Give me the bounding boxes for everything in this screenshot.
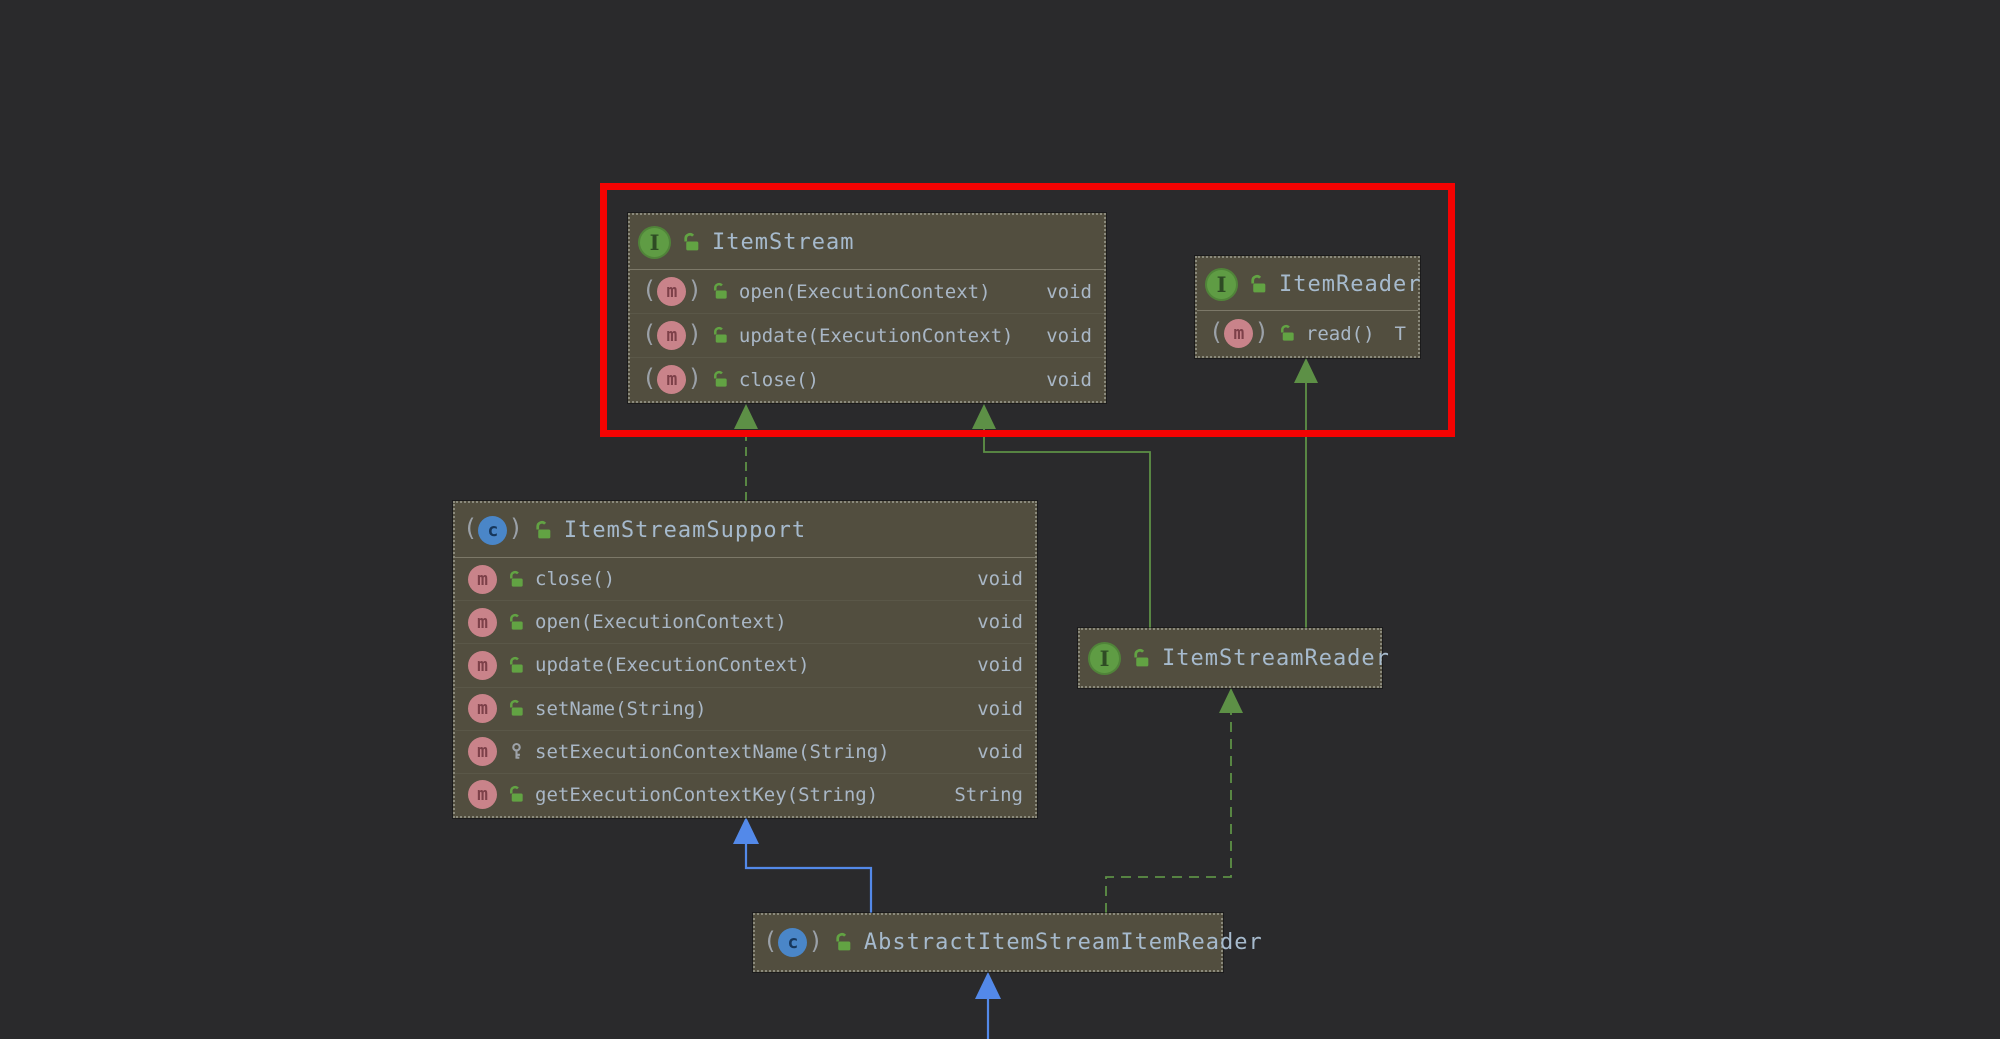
protected-key-icon	[507, 742, 526, 761]
unlocked-icon	[833, 932, 854, 953]
method-signature: update(ExecutionContext)	[739, 325, 1014, 347]
interface-icon: I	[1205, 268, 1238, 301]
unlocked-icon	[533, 520, 554, 541]
interface-icon: I	[1088, 642, 1121, 675]
unlocked-icon	[507, 785, 526, 804]
class-node-itemstream[interactable]: I ItemStream (m) open(ExecutionContext) …	[628, 213, 1106, 403]
method-icon: m	[468, 694, 497, 723]
method-return-type: void	[967, 611, 1023, 633]
method-row: m getExecutionContextKey(String) String	[455, 773, 1035, 816]
method-row: (m) read() T	[1197, 311, 1418, 356]
node-header[interactable]: I ItemReader	[1197, 258, 1418, 310]
method-signature: setName(String)	[535, 698, 707, 720]
abstract-method-icon: (m)	[642, 277, 702, 306]
method-row: m setName(String) void	[455, 687, 1035, 730]
method-signature: read()	[1306, 323, 1375, 345]
abstract-class-icon: (c)	[763, 928, 823, 957]
interface-icon: I	[638, 226, 671, 259]
class-name: AbstractItemStreamItemReader	[864, 930, 1263, 955]
method-row: (m) open(ExecutionContext) void	[630, 270, 1104, 313]
method-signature: close()	[739, 369, 819, 391]
method-icon: m	[468, 565, 497, 594]
unlocked-icon	[681, 232, 702, 253]
abstract-method-icon: (m)	[642, 365, 702, 394]
method-return-type: void	[967, 568, 1023, 590]
method-return-type: void	[967, 741, 1023, 763]
method-icon: m	[468, 780, 497, 809]
class-name: ItemReader	[1279, 272, 1421, 297]
edge-offscreen-extends-abstractreader	[975, 972, 1001, 1039]
method-signature: update(ExecutionContext)	[535, 654, 810, 676]
method-row: (m) close() void	[630, 357, 1104, 401]
abstract-method-icon: (m)	[1209, 319, 1269, 348]
class-name: ItemStreamSupport	[564, 518, 806, 543]
class-node-itemstreamsupport[interactable]: (c) ItemStreamSupport m close() void m o…	[453, 501, 1037, 818]
unlocked-icon	[711, 282, 730, 301]
method-row: m update(ExecutionContext) void	[455, 643, 1035, 686]
method-return-type: String	[944, 784, 1023, 806]
unlocked-icon	[711, 370, 730, 389]
method-return-type: void	[1036, 325, 1092, 347]
node-header[interactable]: (c) ItemStreamSupport	[455, 503, 1035, 557]
node-header[interactable]: (c) AbstractItemStreamItemReader	[755, 915, 1221, 970]
edge-abstractreader-implements-itemstreamreader	[1106, 688, 1243, 913]
unlocked-icon	[1278, 324, 1297, 343]
method-icon: m	[468, 651, 497, 680]
method-signature: close()	[535, 568, 615, 590]
unlocked-icon	[507, 656, 526, 675]
method-return-type: T	[1385, 323, 1406, 345]
node-header[interactable]: I ItemStream	[630, 215, 1104, 269]
method-row: m open(ExecutionContext) void	[455, 600, 1035, 643]
class-name: ItemStream	[712, 230, 854, 255]
class-node-itemstreamreader[interactable]: I ItemStreamReader	[1078, 628, 1382, 688]
abstract-method-icon: (m)	[642, 321, 702, 350]
method-row: m close() void	[455, 558, 1035, 600]
method-return-type: void	[1036, 281, 1092, 303]
method-signature: setExecutionContextName(String)	[535, 741, 890, 763]
method-icon: m	[468, 608, 497, 637]
unlocked-icon	[1131, 648, 1152, 669]
class-node-abstractitemstreamitemreader[interactable]: (c) AbstractItemStreamItemReader	[753, 913, 1223, 972]
method-icon: m	[468, 737, 497, 766]
class-node-itemreader[interactable]: I ItemReader (m) read() T	[1195, 256, 1420, 358]
method-signature: getExecutionContextKey(String)	[535, 784, 878, 806]
method-return-type: void	[967, 698, 1023, 720]
method-signature: open(ExecutionContext)	[739, 281, 991, 303]
method-return-type: void	[967, 654, 1023, 676]
unlocked-icon	[507, 613, 526, 632]
method-row: (m) update(ExecutionContext) void	[630, 313, 1104, 357]
edge-abstractreader-extends-itemstreamsupport	[733, 817, 871, 913]
method-row: m setExecutionContextName(String) void	[455, 730, 1035, 773]
abstract-class-icon: (c)	[463, 516, 523, 545]
node-header[interactable]: I ItemStreamReader	[1080, 630, 1380, 686]
unlocked-icon	[711, 326, 730, 345]
unlocked-icon	[507, 570, 526, 589]
unlocked-icon	[507, 699, 526, 718]
unlocked-icon	[1248, 274, 1269, 295]
method-return-type: void	[1036, 369, 1092, 391]
class-name: ItemStreamReader	[1162, 646, 1390, 671]
method-signature: open(ExecutionContext)	[535, 611, 787, 633]
